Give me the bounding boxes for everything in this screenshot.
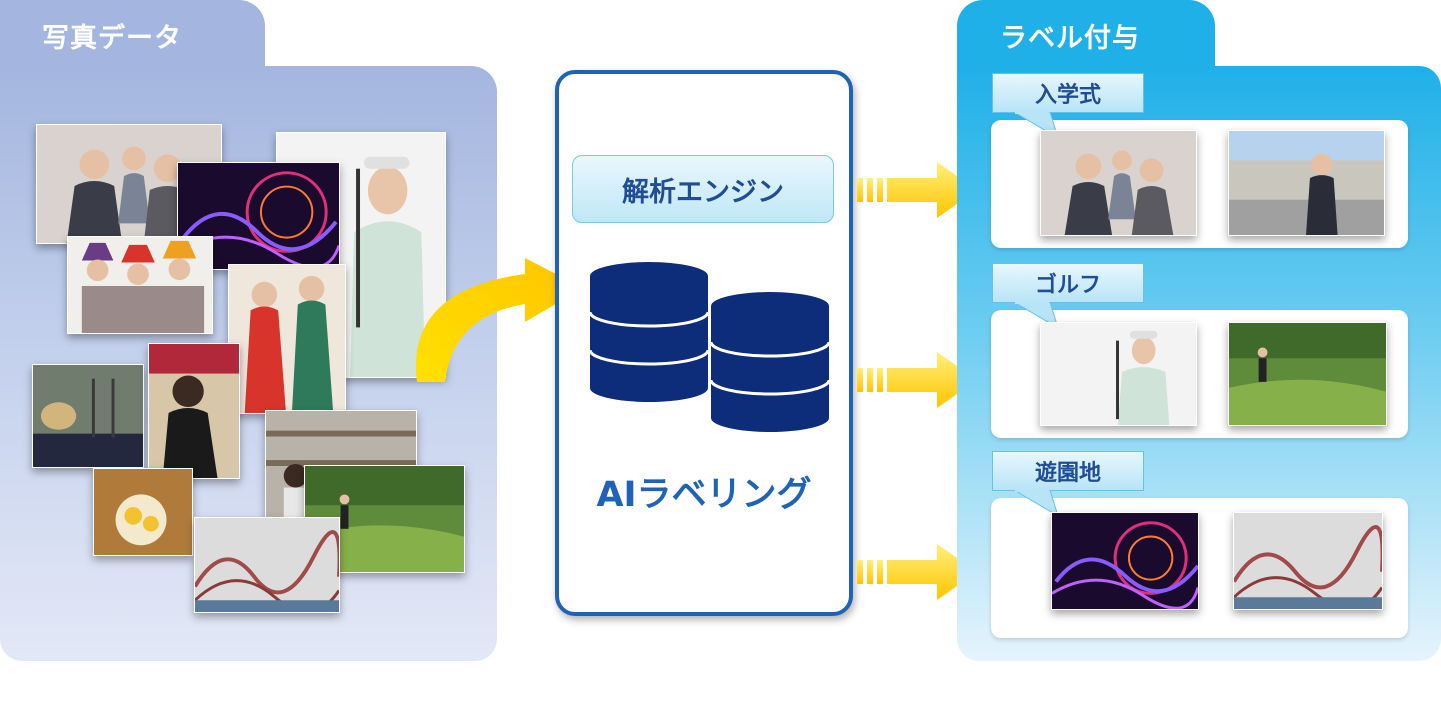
labeling-panel-tab bbox=[957, 0, 1215, 78]
photo-golf-portrait bbox=[276, 132, 446, 378]
photo-school-boy bbox=[1228, 130, 1385, 236]
category-label: 入学式 bbox=[992, 73, 1144, 113]
database-icon bbox=[711, 292, 829, 432]
photo-food-dish bbox=[93, 468, 193, 556]
ai-labeling-label: AIラベリング bbox=[596, 475, 812, 515]
output-arrow bbox=[857, 162, 977, 218]
callout-tail bbox=[1014, 302, 1059, 328]
callout-tail bbox=[1014, 490, 1059, 516]
labeling-title: ラベル付与 bbox=[1000, 23, 1140, 54]
photo-witch-costumes bbox=[67, 236, 213, 334]
database-icon bbox=[590, 262, 708, 402]
photo-golf-course bbox=[1228, 322, 1387, 426]
photo-kimono-children bbox=[228, 264, 346, 414]
photo-ferris-wheel-night bbox=[1051, 512, 1199, 610]
category-label: ゴルフ bbox=[992, 263, 1144, 303]
photo-family bbox=[1040, 130, 1197, 236]
photo-data-title: 写真データ bbox=[42, 23, 182, 54]
photo-roller-coaster bbox=[194, 517, 340, 613]
category-label: 遊園地 bbox=[992, 451, 1144, 491]
photo-data-panel-tab bbox=[0, 0, 265, 78]
photo-woman-cooking bbox=[148, 343, 240, 479]
output-arrow bbox=[857, 352, 977, 408]
photo-roller-coaster bbox=[1233, 512, 1383, 610]
input-curve-arrow bbox=[415, 258, 583, 382]
output-arrow bbox=[857, 544, 977, 600]
analysis-engine-label: 解析エンジン bbox=[572, 155, 834, 223]
photo-zoo-animal bbox=[32, 364, 144, 468]
photo-golf-portrait bbox=[1040, 322, 1197, 426]
photo-family bbox=[36, 124, 222, 244]
